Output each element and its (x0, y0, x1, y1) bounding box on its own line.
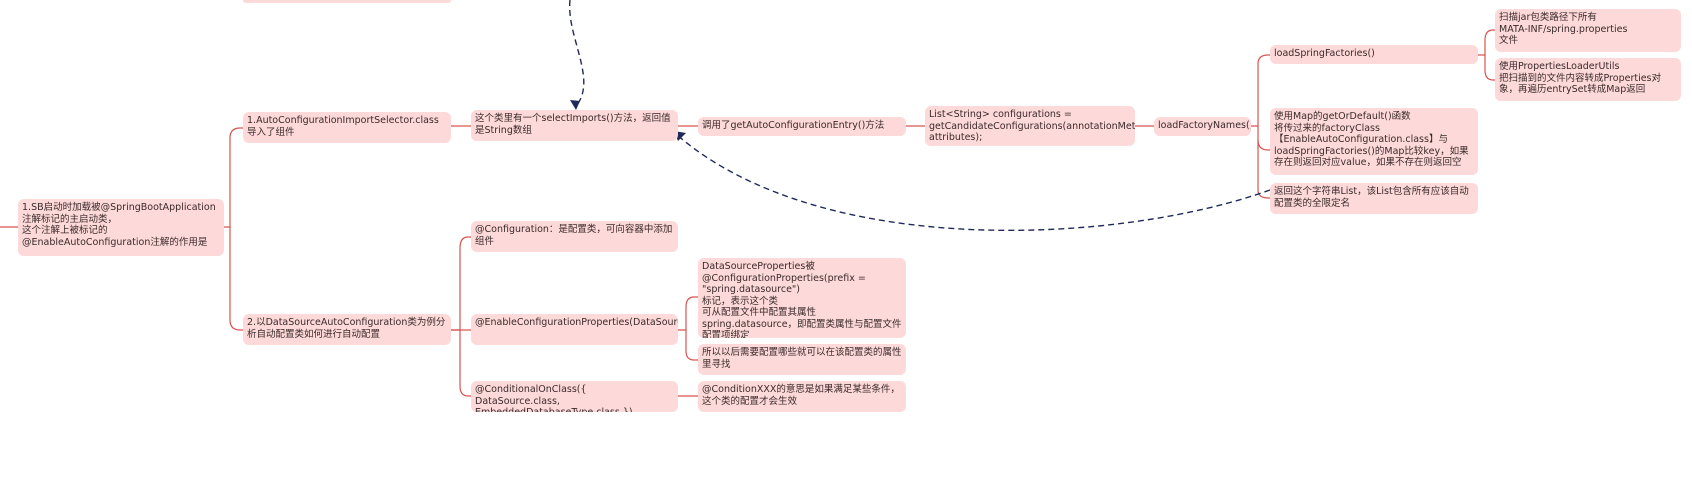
edge-lsf-scanjar (1478, 29, 1495, 56)
edge-enableprops-dsprops (678, 296, 698, 331)
edge-lsf-propsloader (1484, 55, 1495, 81)
offscreen-node-fragment (243, 0, 451, 3)
return-list-node[interactable]: 返回这个字符串List，该List包含所有应该自动配置类的全限定名 (1270, 183, 1478, 214)
reference-arrow-top (568, 0, 585, 107)
map-get-or-default-node[interactable]: 使用Map的getOrDefault()函数 将传过来的factoryClass… (1270, 108, 1478, 175)
condition-xxx-node[interactable]: @ConditionXXX的意思是如果满足某些条件，这个类的配置才会生效 (698, 381, 906, 412)
arrowhead-top (570, 100, 580, 110)
properties-loader-node[interactable]: 使用PropertiesLoaderUtils 把扫描到的文件内容转成Prope… (1495, 58, 1681, 101)
branch1-node[interactable]: 1.AutoConfigurationImportSelector.class导… (243, 112, 451, 143)
get-auto-config-entry-node[interactable]: 调用了getAutoConfigurationEntry()方法 (698, 117, 906, 136)
edge-lfn-getordefault (1257, 126, 1270, 151)
scan-jar-node[interactable]: 扫描jar包类路径下所有 MATA-INF/spring.properties … (1495, 9, 1681, 52)
datasource-properties-node[interactable]: DataSourceProperties被 @ConfigurationProp… (698, 258, 906, 338)
reference-arrows (568, 0, 1271, 231)
configuration-annotation-node[interactable]: @Configuration：是配置类，可向容器中添加组件 (471, 221, 678, 252)
candidate-configurations-node[interactable]: List<String> configurations = getCandida… (925, 106, 1135, 146)
edge-lfn-loadspringfactories (1251, 54, 1270, 127)
edge-branch2-configuration (451, 236, 471, 331)
reference-arrow-back (675, 133, 1271, 231)
enable-configuration-properties-node[interactable]: @EnableConfigurationProperties(DataSourc… (471, 314, 678, 345)
branch2-node[interactable]: 2.以DataSourceAutoConfiguration类为例分析自动配置类… (243, 314, 451, 345)
root-node[interactable]: 1.SB启动时加载被@SpringBootApplication注解标记的主启动… (18, 199, 224, 256)
load-spring-factories-node[interactable]: loadSpringFactories() (1270, 45, 1478, 64)
tree-edges (0, 29, 1495, 397)
load-factory-names-node[interactable]: loadFactoryNames() (1154, 117, 1251, 136)
edge-enableprops-lookup (685, 330, 698, 361)
select-imports-node[interactable]: 这个类里有一个selectImports()方法，返回值是String数组 (471, 110, 678, 141)
edge-lfn-returnlist (1257, 140, 1270, 199)
edge-root-branch2 (229, 227, 243, 331)
edge-branch2-conditional (459, 330, 471, 397)
property-lookup-node[interactable]: 所以以后需要配置哪些就可以在该配置类的属性里寻找 (698, 344, 906, 375)
conditional-on-class-node[interactable]: @ConditionalOnClass({ DataSource.class, … (471, 381, 678, 412)
edge-root-branch1 (224, 127, 243, 228)
